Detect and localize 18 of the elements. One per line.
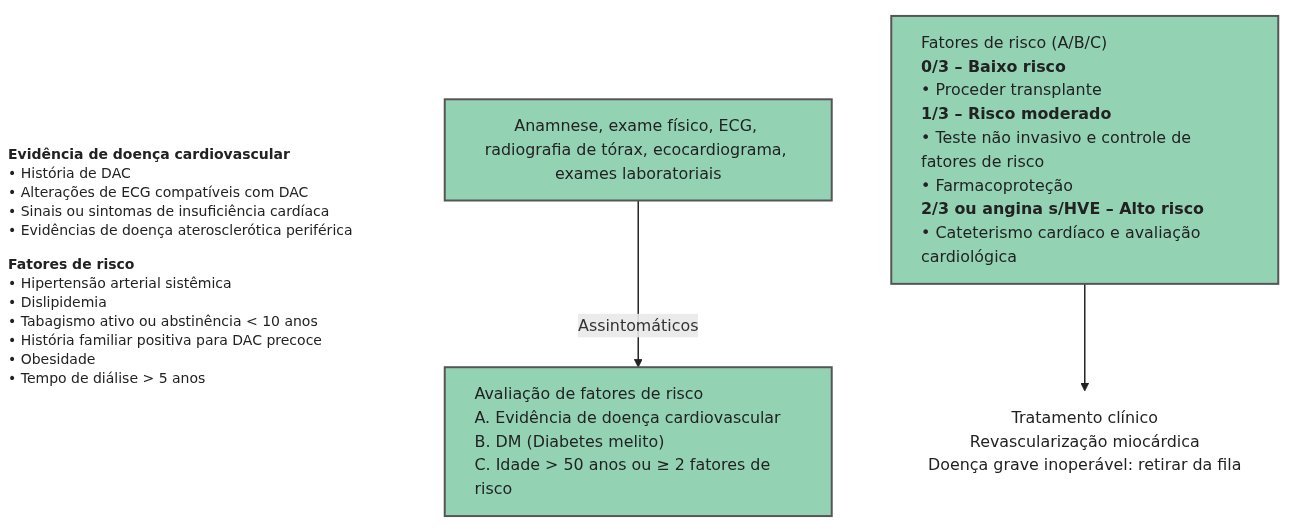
list-item: • História de DAC — [8, 165, 131, 181]
list-heading: Evidência de doença cardiovascular — [8, 146, 290, 162]
arrow — [1080, 283, 1090, 392]
node-text: Tratamento clínico Revascularização miocárdica Doença grave inoperável: retirar da fila — [928, 407, 1242, 475]
list-item: • Obesidade — [8, 351, 96, 367]
list-item: • Tempo de diálise > 5 anos — [8, 370, 206, 386]
node-box: Avaliação de fatores de risco A. Evidência de doença cardiovascular B. DM (Diabetes melito) C. Idade > 50 anos ou ≥ 2 fatores de risco — [443, 366, 833, 518]
list-item: • Tabagismo ativo ou abstinência < 10 anos — [8, 313, 318, 329]
node-box: Anamnese, exame físico, ECG, radiografia de tórax, ecocardiograma, exames laboratoriais — [443, 98, 833, 202]
list-item: • Alterações de ECG compatíveis com DAC — [8, 184, 309, 200]
list-item: • Dislipidemia — [8, 294, 107, 310]
node-box: Fatores de risco (A/B/C) 0/3 – Baixo risco • Proceder transplante 1/3 – Risco moderado • Teste não invasivo e controle de fatores de risco • Farmacoproteção 2/3 ou angina s/HVE – Alto risco • Cateterismo cardíaco e avaliação cardiológica — [890, 14, 1280, 285]
list-item: • Sinais ou sintomas de insuficiência cardíaca — [8, 203, 330, 219]
list-heading: Fatores de risco — [8, 256, 135, 272]
list-item: • História familiar positiva para DAC precoce — [8, 332, 322, 348]
list-item: • Hipertensão arterial sistêmica — [8, 275, 232, 291]
list-item: • Evidências de doença aterosclerótica periférica — [8, 222, 353, 238]
edge-label: Assintomáticos — [578, 315, 699, 335]
